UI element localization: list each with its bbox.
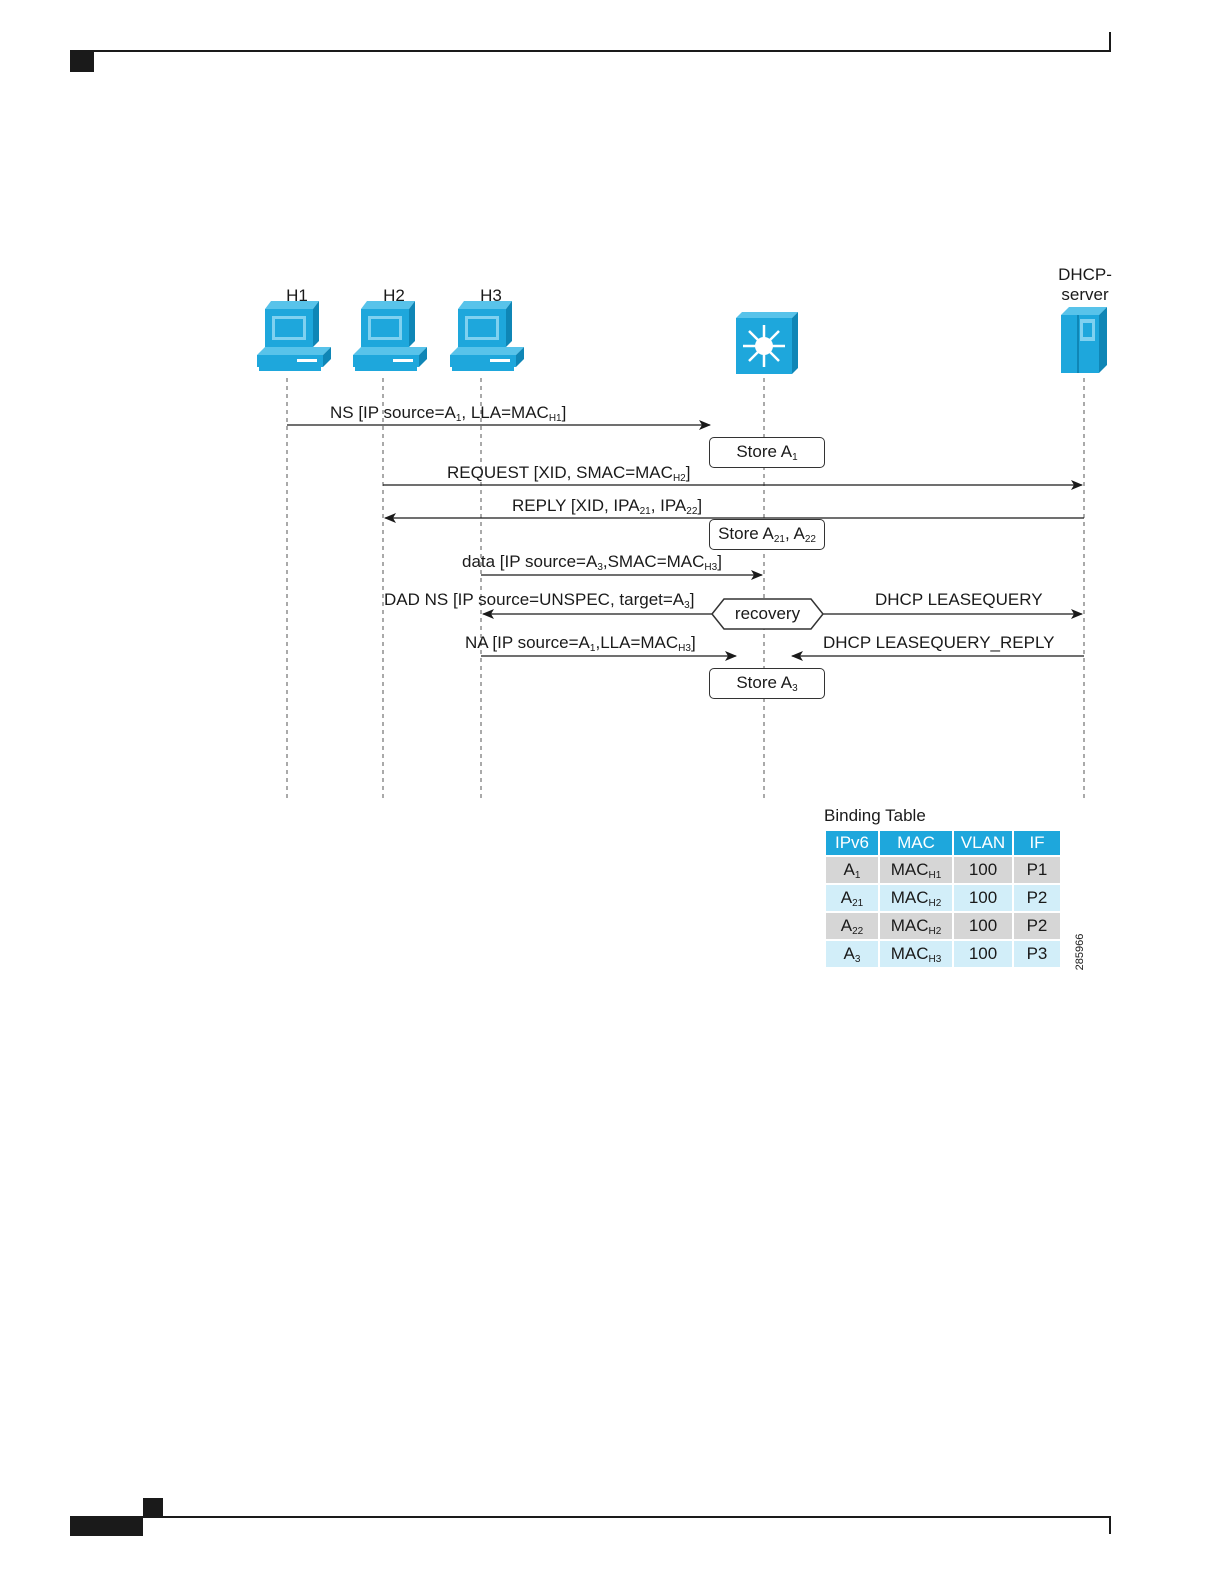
- cell-ipv6: A1: [826, 857, 878, 883]
- server-icon: [1061, 307, 1107, 373]
- cell-mac: MACH2: [880, 913, 952, 939]
- msg-request-label: REQUEST [XID, SMAC=MACH2]: [447, 463, 691, 484]
- table-row: A3 MACH3 100 P3: [826, 941, 1060, 967]
- table-row: A22 MACH2 100 P2: [826, 913, 1060, 939]
- node-label-dhcp-line1: DHCP-: [1058, 265, 1112, 284]
- cell-ipv6: A3: [826, 941, 878, 967]
- cell-if: P3: [1014, 941, 1060, 967]
- col-header-if: IF: [1014, 831, 1060, 855]
- switch-icon: [736, 312, 798, 374]
- msg-leasequery-reply-label: DHCP LEASEQUERY_REPLY: [823, 633, 1055, 652]
- cell-if: P2: [1014, 913, 1060, 939]
- header-rule: [70, 50, 1111, 52]
- binding-table: IPv6 MAC VLAN IF A1 MACH1 100 P1 A21 MAC…: [824, 829, 1062, 969]
- msg-reply-label: REPLY [XID, IPA21, IPA22]: [512, 496, 703, 517]
- computer-icon-h1: [257, 301, 331, 371]
- recovery-label: recovery: [734, 604, 801, 623]
- cell-vlan: 100: [954, 913, 1012, 939]
- col-header-ipv6: IPv6: [826, 831, 878, 855]
- computer-icon-h3: [450, 301, 524, 371]
- cell-vlan: 100: [954, 885, 1012, 911]
- node-label-h2: H2: [383, 286, 405, 305]
- footer-marker-small: [143, 1498, 163, 1516]
- table-row: A21 MACH2 100 P2: [826, 885, 1060, 911]
- footer-rule: [70, 1516, 1111, 1518]
- cell-vlan: 100: [954, 857, 1012, 883]
- header-marker: [70, 52, 94, 72]
- recovery-hexagon: [711, 598, 824, 630]
- store-box-a3: Store A3: [709, 668, 825, 699]
- msg-ns-label: NS [IP source=A1, LLA=MACH1]: [330, 403, 567, 424]
- col-header-mac: MAC: [880, 831, 952, 855]
- col-header-vlan: VLAN: [954, 831, 1012, 855]
- cell-mac: MACH1: [880, 857, 952, 883]
- computer-icon-h2: [353, 301, 427, 371]
- node-label-h3: H3: [480, 286, 502, 305]
- footer-tick: [1109, 1517, 1111, 1534]
- msg-data-label: data [IP source=A3,SMAC=MACH3]: [462, 552, 722, 573]
- table-row: A1 MACH1 100 P1: [826, 857, 1060, 883]
- msg-na-label: NA [IP source=A1,LLA=MACH3]: [465, 633, 696, 654]
- node-label-h1: H1: [286, 286, 308, 305]
- node-label-dhcp-line2: server: [1061, 285, 1109, 304]
- store-box-a1: Store A1: [709, 437, 825, 468]
- header-tick: [1109, 32, 1111, 51]
- cell-vlan: 100: [954, 941, 1012, 967]
- binding-table-title: Binding Table: [824, 806, 926, 825]
- msg-dad-label: DAD NS [IP source=UNSPEC, target=A3]: [384, 590, 695, 611]
- cell-ipv6: A22: [826, 913, 878, 939]
- store-box-a21-a22: Store A21, A22: [709, 519, 825, 550]
- figure-id: 285966: [1074, 934, 1086, 971]
- footer-marker-bar: [70, 1516, 143, 1536]
- cell-if: P1: [1014, 857, 1060, 883]
- cell-mac: MACH2: [880, 885, 952, 911]
- cell-if: P2: [1014, 885, 1060, 911]
- binding-table-header-row: IPv6 MAC VLAN IF: [826, 831, 1060, 855]
- cell-mac: MACH3: [880, 941, 952, 967]
- msg-leasequery-label: DHCP LEASEQUERY: [875, 590, 1043, 609]
- cell-ipv6: A21: [826, 885, 878, 911]
